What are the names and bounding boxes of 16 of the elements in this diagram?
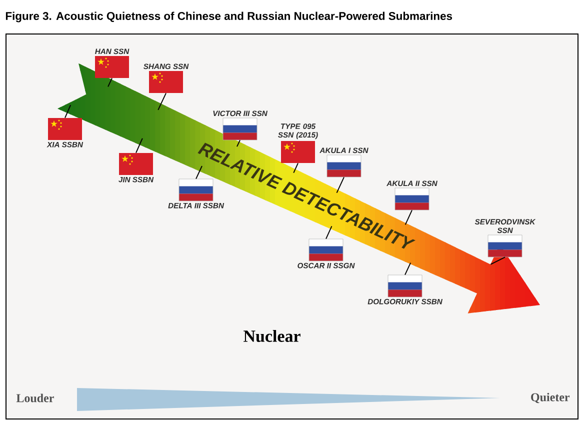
leader-line [404, 210, 412, 226]
leader-line [158, 92, 166, 110]
leader-line [404, 262, 412, 276]
leader-line [136, 138, 143, 154]
leader-line [293, 162, 298, 174]
leader-line [196, 166, 202, 180]
leader-line [336, 176, 344, 194]
figure-title: Figure 3. Acoustic Quietness of Chinese and Russian Nuclear-Powered Submarines [6, 12, 452, 22]
leader-line [64, 104, 72, 118]
scale-end-label: Louder [16, 394, 54, 402]
leader-line [326, 226, 332, 240]
leader-line [490, 256, 506, 265]
leader-line [108, 78, 112, 88]
section-heading: Nuclear [244, 330, 300, 342]
scale-end-label: Quieter [531, 392, 570, 404]
leader-line [236, 140, 240, 148]
